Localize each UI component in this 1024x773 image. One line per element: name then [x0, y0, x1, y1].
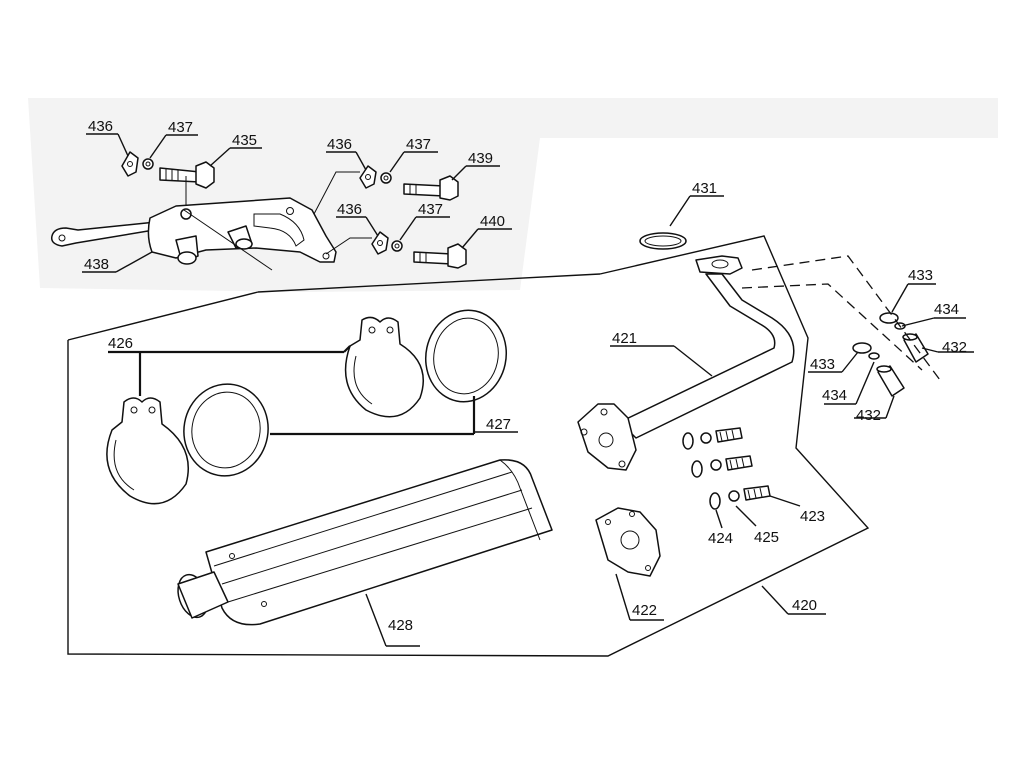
label-437-a: 437	[168, 119, 193, 136]
label-425: 425	[754, 529, 779, 546]
label-437-c: 437	[418, 201, 443, 218]
dashed-guides	[741, 255, 941, 381]
label-436-a: 436	[88, 118, 113, 135]
sleeve-427-lower	[183, 383, 269, 477]
bolt-440	[413, 243, 467, 269]
label-432-a: 432	[942, 339, 967, 356]
bracket-438	[50, 197, 337, 265]
clamp-426-upper	[344, 316, 424, 418]
assembly-outline-420	[67, 235, 870, 657]
label-424: 424	[708, 530, 733, 547]
label-432-b: 432	[856, 407, 881, 424]
washer-436-a	[121, 151, 139, 177]
washer-436-b	[359, 165, 377, 189]
label-431: 431	[692, 180, 717, 197]
nut-437-c	[391, 240, 403, 252]
label-438: 438	[84, 256, 109, 273]
part-number-labels: 436 437 435 436 437 439 436 437 440 438 …	[84, 118, 967, 634]
label-440: 440	[480, 213, 505, 230]
bracket-guide-lines	[183, 171, 372, 271]
label-421: 421	[612, 330, 637, 347]
gasket-431	[639, 232, 687, 250]
muffler-428	[177, 459, 553, 626]
label-436-c: 436	[337, 201, 362, 218]
leader-lines	[82, 133, 974, 647]
label-423: 423	[800, 508, 825, 525]
label-427: 427	[486, 416, 511, 433]
fastener-set-423-425	[682, 427, 771, 510]
exhaust-pipe-421	[577, 255, 795, 471]
label-433-a: 433	[908, 267, 933, 284]
nut-437-b	[380, 172, 392, 184]
clamp-426-lower	[106, 397, 190, 505]
bolt-439	[403, 175, 459, 201]
flange-gasket-422	[595, 507, 661, 577]
label-422: 422	[632, 602, 657, 619]
label-428: 428	[388, 617, 413, 634]
label-426: 426	[108, 335, 133, 352]
label-437-b: 437	[406, 136, 431, 153]
sleeve-427-upper	[424, 309, 508, 403]
label-434-a: 434	[934, 301, 959, 318]
label-420: 420	[792, 597, 817, 614]
label-434-b: 434	[822, 387, 847, 404]
label-439: 439	[468, 150, 493, 167]
label-435: 435	[232, 132, 257, 149]
nut-437-a	[142, 158, 154, 170]
washer-436-c	[371, 231, 389, 255]
label-433-b: 433	[810, 356, 835, 373]
bolt-435	[159, 161, 215, 189]
label-436-b: 436	[327, 136, 352, 153]
